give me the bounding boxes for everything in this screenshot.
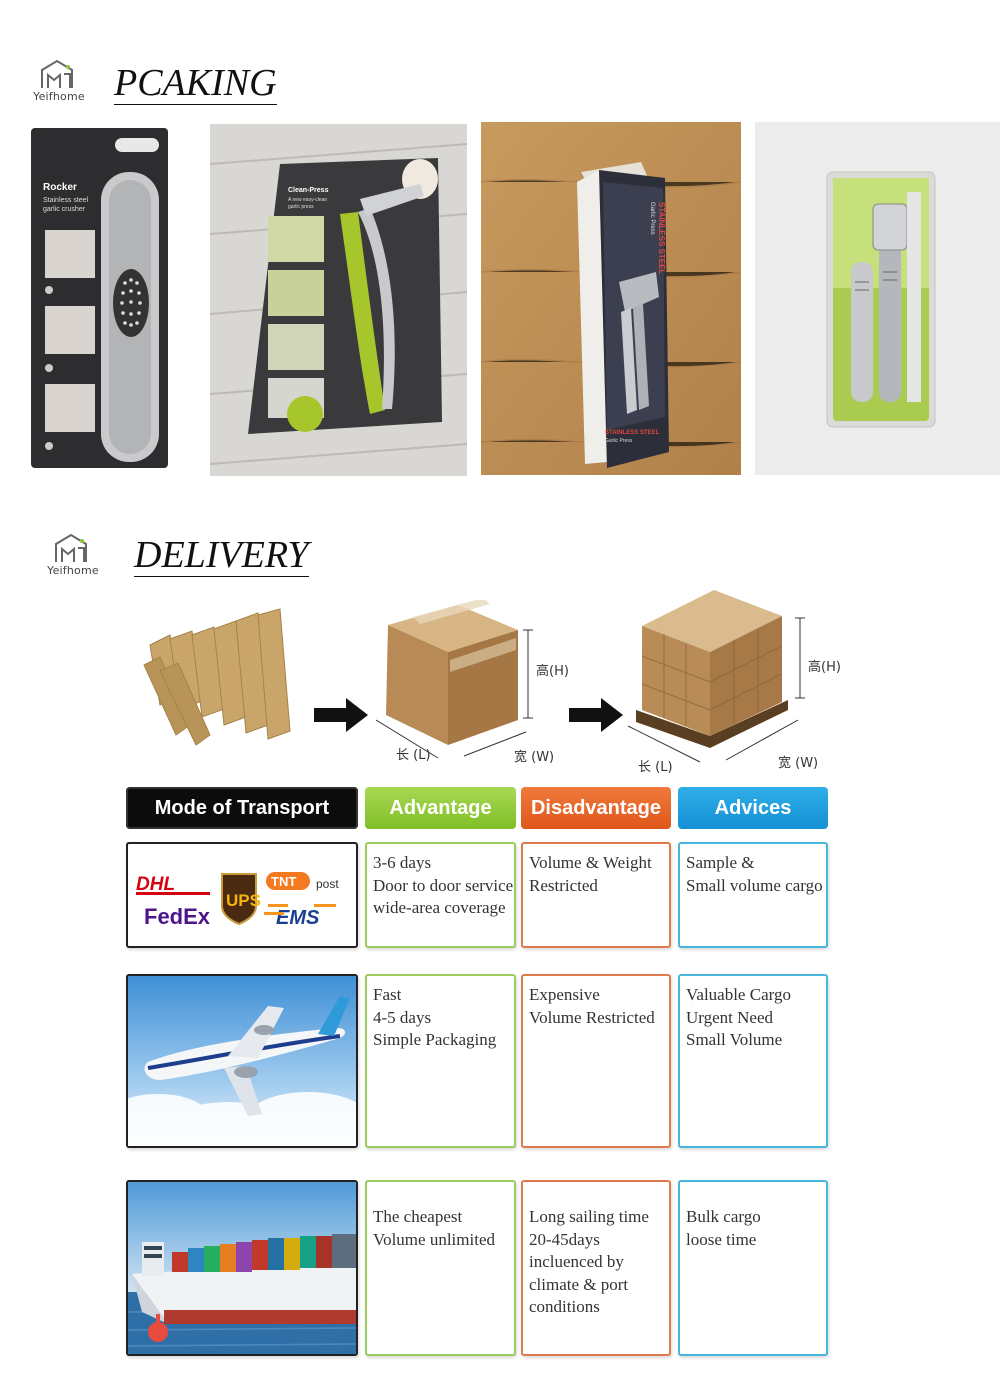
clean-press-package-photo: Clean-Press A new easy-clean garlic pres… <box>210 124 467 476</box>
sea-advice-2: loose time <box>686 1229 757 1249</box>
express-disadvantage-1: Volume & Weight <box>529 853 652 872</box>
house-logo-icon-2 <box>55 533 87 562</box>
logo-text: Yeifhome <box>33 90 85 103</box>
sea-disadvantage-2: 20-45days <box>529 1229 600 1249</box>
express-disadvantage-2: Restricted <box>529 875 598 895</box>
box-width-label: 宽 (W) <box>514 750 555 765</box>
express-advice-2: Small volume cargo <box>686 875 823 895</box>
garlic-press-box-photo: STAINLESS STEEL Garlic Press STAINLESS S… <box>481 122 741 475</box>
arrow-right-icon-1 <box>314 698 368 737</box>
header-advices: Advices <box>678 787 828 829</box>
express-advice-1: Sample & <box>686 853 755 872</box>
air-advantage-cell: Fast 4-5 days Simple Packaging <box>365 974 516 1148</box>
express-carriers-cell: DHL FedEx UPS TNT post EMS <box>126 842 358 948</box>
clean-press-sub1: A new easy-clean <box>288 197 327 203</box>
arrow-right-icon-2 <box>569 698 623 737</box>
house-logo-icon <box>41 59 73 88</box>
box-length-label: 长 (L) <box>396 748 431 763</box>
dhl-logo: DHL <box>136 874 175 895</box>
air-transport-image-cell <box>126 974 358 1148</box>
rocker-sub1: Stainless steel <box>43 197 89 204</box>
header-disadvantage: Disadvantage <box>521 787 671 829</box>
air-advantage-2: 4-5 days <box>373 1007 432 1027</box>
air-advice-2: Urgent Need <box>686 1007 774 1027</box>
packing-section-title: PCAKING <box>114 62 277 105</box>
green-blister-package-photo <box>755 122 1000 475</box>
express-advantage-1: 3-6 days <box>373 853 432 872</box>
express-carrier-logos: DHL FedEx UPS TNT post EMS <box>136 872 339 929</box>
sea-advices-cell: Bulk cargo loose time <box>678 1180 828 1356</box>
pallet-illustration <box>622 586 822 770</box>
clean-press-name: Clean-Press <box>288 187 329 194</box>
sea-transport-image-cell <box>126 1180 358 1356</box>
box-bottom-sub: Garlic Press <box>605 438 633 444</box>
air-disadvantage-cell: Expensive Volume Restricted <box>521 974 671 1148</box>
flat-cartons-illustration <box>140 605 310 755</box>
rocker-package-photo: Rocker Stainless steel garlic crusher <box>31 128 168 468</box>
air-disadvantage-2: Volume Restricted <box>529 1007 655 1027</box>
sea-disadvantage-5: conditions <box>529 1297 600 1316</box>
sea-disadvantage-cell: Long sailing time 20-45days incluenced b… <box>521 1180 671 1356</box>
container-ship-image <box>128 1182 356 1354</box>
sea-advice-1: Bulk cargo <box>686 1207 761 1226</box>
box-side-sub: Garlic Press <box>649 202 655 235</box>
box-height-label: 高(H) <box>536 664 569 679</box>
airplane-image <box>128 976 356 1146</box>
express-advantage-3: wide-area coverage <box>373 898 506 917</box>
pallet-length-label: 长 (L) <box>638 760 673 775</box>
logo-text-2: Yeifhome <box>47 564 99 577</box>
tnt-logo: TNT <box>271 874 296 889</box>
rocker-sub2: garlic crusher <box>43 206 86 213</box>
sea-disadvantage-3: incluenced by <box>529 1252 624 1271</box>
express-advantage-cell: 3-6 days Door to door service wide-area … <box>365 842 516 948</box>
rocker-name: Rocker <box>43 182 77 193</box>
sea-disadvantage-1: Long sailing time <box>529 1207 649 1226</box>
delivery-section-title: DELIVERY <box>134 534 309 577</box>
yeifhome-logo-2: Yeifhome <box>38 532 108 582</box>
sea-advantage-cell: The cheapest Volume unlimited <box>365 1180 516 1356</box>
pallet-width-label: 宽 (W) <box>778 756 819 771</box>
air-disadvantage-1: Expensive <box>529 985 600 1004</box>
clean-press-sub2: garlic press <box>288 204 314 210</box>
fedex-logo: FedEx <box>144 904 211 929</box>
sea-advantage-1: The cheapest <box>373 1207 463 1226</box>
air-advice-3: Small Volume <box>686 1030 783 1049</box>
air-advices-cell: Valuable Cargo Urgent Need Small Volume <box>678 974 828 1148</box>
express-advices-cell: Sample & Small volume cargo <box>678 842 828 948</box>
sea-disadvantage-4: climate & port <box>529 1274 629 1294</box>
header-advantage: Advantage <box>365 787 516 829</box>
express-advantage-2: Door to door service <box>373 875 514 895</box>
pallet-height-label: 高(H) <box>808 660 841 675</box>
air-advantage-1: Fast <box>373 985 402 1004</box>
ems-logo: EMS <box>276 907 320 929</box>
box-bottom-text: STAINLESS STEEL <box>605 430 660 436</box>
sea-advantage-2: Volume unlimited <box>373 1229 495 1249</box>
yeifhome-logo: Yeifhome <box>24 58 94 108</box>
single-box-illustration <box>368 598 568 770</box>
express-disadvantage-cell: Volume & Weight Restricted <box>521 842 671 948</box>
post-logo: post <box>316 877 339 891</box>
air-advantage-3: Simple Packaging <box>373 1030 497 1049</box>
box-side-text: STAINLESS STEEL <box>657 202 666 274</box>
header-mode-of-transport: Mode of Transport <box>126 787 358 829</box>
air-advice-1: Valuable Cargo <box>686 985 791 1004</box>
ups-logo: UPS <box>226 891 261 910</box>
